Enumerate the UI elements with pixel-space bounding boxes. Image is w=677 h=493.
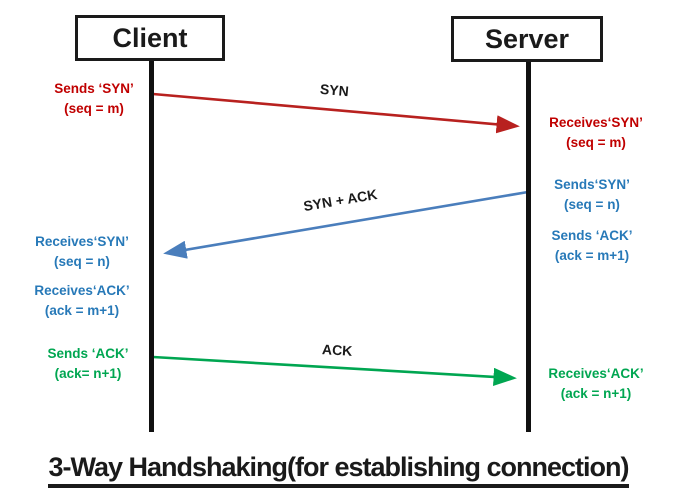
client-actor-label: Client bbox=[112, 22, 188, 53]
server-note-receives-ack: Receives‘ACK’ (ack = n+1) bbox=[540, 364, 652, 404]
note-line: (ack = m+1) bbox=[44, 303, 120, 318]
client-note-receives-syn: Receives‘SYN’ (seq = n) bbox=[26, 232, 138, 272]
client-actor-box: Client bbox=[75, 15, 225, 61]
server-note-sends-syn: Sends‘SYN’ (seq = n) bbox=[540, 175, 644, 215]
note-line: (seq = n) bbox=[564, 197, 620, 212]
client-note-receives-ack: Receives‘ACK’ (ack = m+1) bbox=[26, 281, 138, 321]
server-note-sends-ack: Sends ‘ACK’ (ack = m+1) bbox=[540, 226, 644, 266]
note-line: Receives‘SYN’ bbox=[35, 234, 129, 249]
diagram-title: 3-Way Handshaking(for establishing conne… bbox=[0, 452, 677, 488]
note-line: Receives‘ACK’ bbox=[34, 283, 130, 298]
client-note-sends-syn: Sends ‘SYN’ (seq = m) bbox=[38, 79, 150, 119]
server-note-receives-syn: Receives‘SYN’ (seq = m) bbox=[540, 113, 652, 153]
note-line: Sends‘SYN’ bbox=[554, 177, 630, 192]
note-line: (seq = m) bbox=[566, 135, 626, 150]
note-line: (ack = m+1) bbox=[554, 248, 630, 263]
server-actor-box: Server bbox=[451, 16, 603, 62]
note-line: Sends ‘ACK’ bbox=[551, 228, 633, 243]
note-line: (seq = n) bbox=[54, 254, 110, 269]
note-line: Sends ‘ACK’ bbox=[47, 346, 129, 361]
note-line: Sends ‘SYN’ bbox=[54, 81, 134, 96]
client-note-sends-ack: Sends ‘ACK’ (ack= n+1) bbox=[36, 344, 140, 384]
server-lifeline bbox=[526, 60, 531, 432]
note-line: Receives‘ACK’ bbox=[548, 366, 644, 381]
note-line: (ack= n+1) bbox=[54, 366, 122, 381]
syn-arrow-label: SYN bbox=[319, 80, 350, 100]
note-line: (ack = n+1) bbox=[560, 386, 632, 401]
note-line: Receives‘SYN’ bbox=[549, 115, 643, 130]
ack-arrow bbox=[152, 355, 517, 386]
server-actor-label: Server bbox=[484, 23, 570, 54]
synack-arrow bbox=[163, 190, 529, 259]
client-lifeline bbox=[149, 59, 154, 432]
ack-arrow-label: ACK bbox=[321, 341, 353, 359]
diagram-title-text: 3-Way Handshaking(for establishing conne… bbox=[48, 452, 630, 488]
syn-arrow bbox=[152, 92, 520, 134]
note-line: (seq = m) bbox=[64, 101, 124, 116]
